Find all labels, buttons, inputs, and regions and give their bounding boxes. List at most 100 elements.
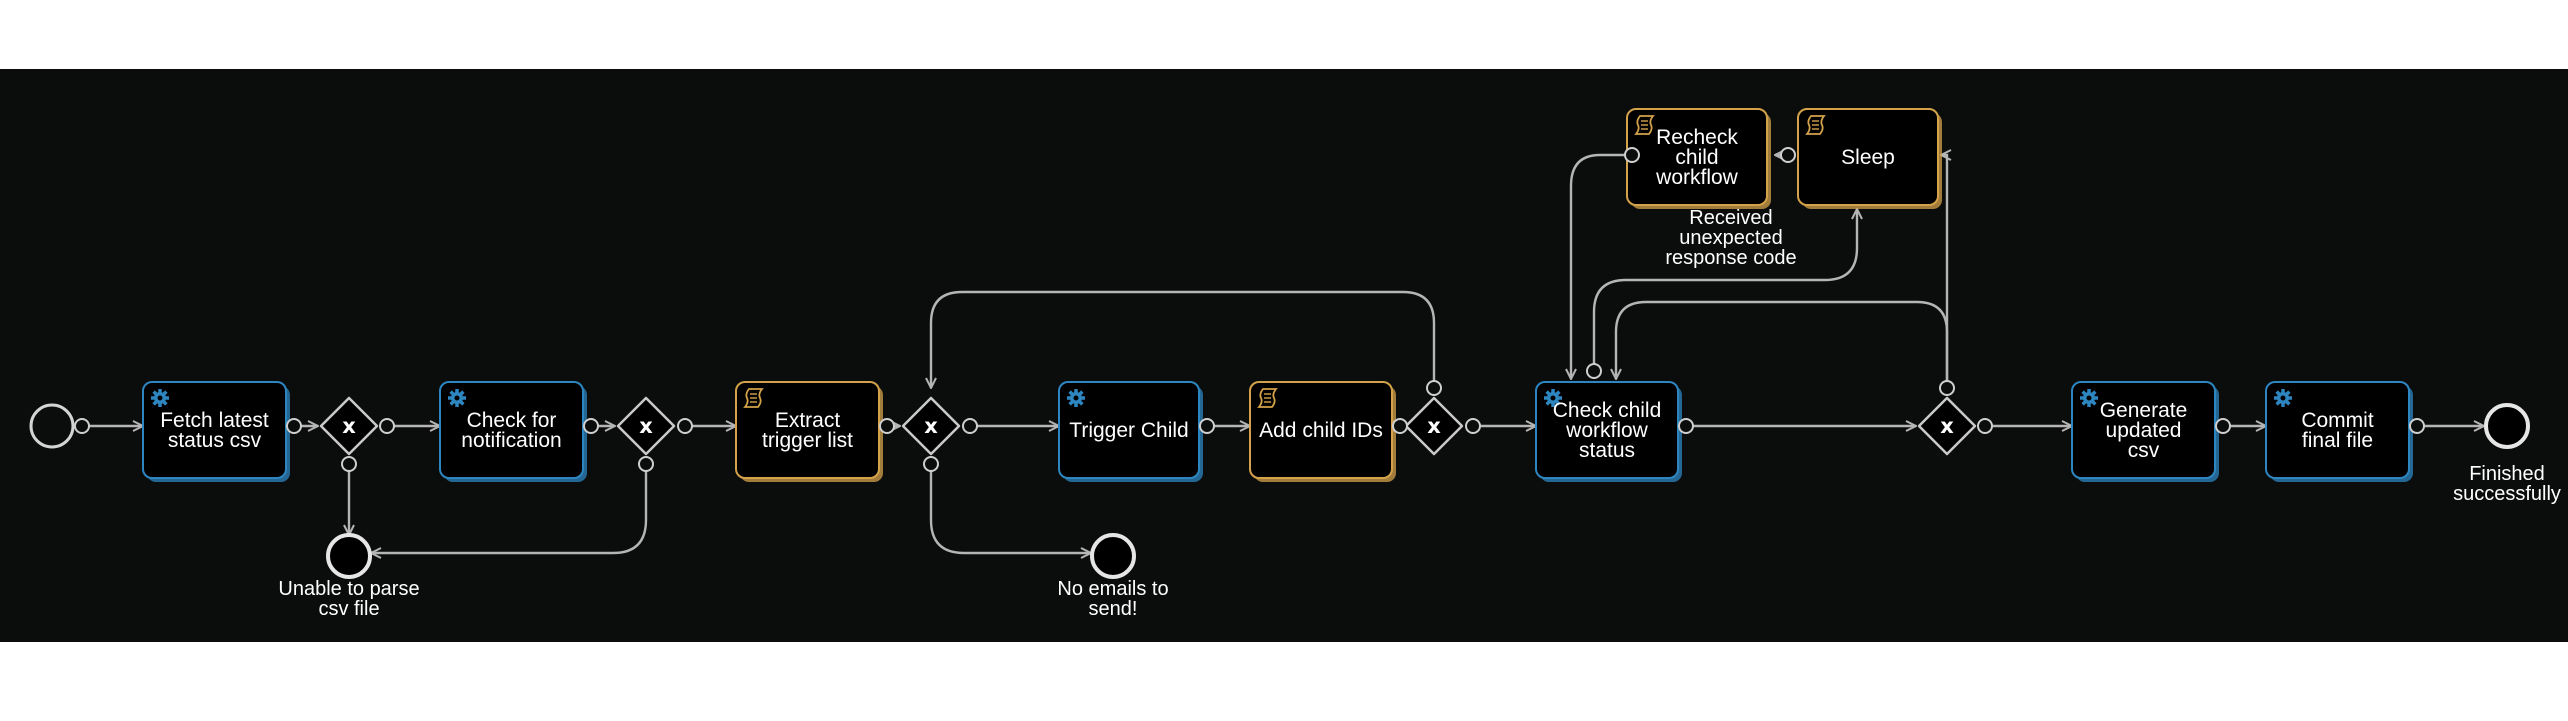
gear-icon xyxy=(151,389,169,407)
end-event-circle xyxy=(326,533,372,579)
handle[interactable] xyxy=(1939,380,1955,396)
handle[interactable] xyxy=(879,418,895,434)
end-event-label: No emails to xyxy=(1057,578,1168,600)
task-label: trigger list xyxy=(762,429,853,452)
task-trigger-child[interactable]: Trigger Child xyxy=(1058,381,1203,482)
handle[interactable] xyxy=(74,418,90,434)
end-event-circle xyxy=(1090,533,1136,579)
end-event-circle xyxy=(2484,403,2530,449)
task-label: final file xyxy=(2302,429,2373,452)
task-label: Generate xyxy=(2100,399,2188,422)
exclusive-gateway-gw1[interactable]: x xyxy=(319,396,379,456)
handle[interactable] xyxy=(341,456,357,472)
task-box xyxy=(1535,381,1679,479)
task-label: Fetch latest xyxy=(160,409,269,432)
handle[interactable] xyxy=(1199,418,1215,434)
handle[interactable] xyxy=(1678,418,1694,434)
flow-check-child-to-sleep[interactable] xyxy=(1592,209,1857,371)
handle[interactable] xyxy=(286,418,302,434)
exclusive-gateway-gw4[interactable]: x xyxy=(1404,396,1464,456)
task-label: Trigger Child xyxy=(1069,419,1188,442)
handle[interactable] xyxy=(583,418,599,434)
handle[interactable] xyxy=(923,456,939,472)
exclusive-gateway-gw3[interactable]: x xyxy=(901,396,961,456)
x-icon: x xyxy=(1940,414,1954,438)
handle[interactable] xyxy=(379,418,395,434)
handle[interactable] xyxy=(677,418,693,434)
task-label: Extract xyxy=(775,409,841,432)
x-icon: x xyxy=(639,414,653,438)
task-box xyxy=(1249,381,1393,479)
handle[interactable] xyxy=(1465,418,1481,434)
handle[interactable] xyxy=(2215,418,2231,434)
flow-label-line: unexpected xyxy=(1679,227,1782,249)
task-label: workflow xyxy=(1565,419,1649,442)
gear-icon xyxy=(1067,389,1085,407)
task-box xyxy=(142,381,287,479)
handle[interactable] xyxy=(1780,147,1796,163)
handle[interactable] xyxy=(1392,418,1408,434)
flow-recheck-to-check-child[interactable] xyxy=(1571,153,1632,379)
end-event-label: Finished xyxy=(2469,463,2545,485)
handle[interactable] xyxy=(1586,363,1602,379)
start-event[interactable] xyxy=(29,403,75,449)
gateway-diamond xyxy=(319,396,379,456)
handle[interactable] xyxy=(2409,418,2425,434)
connection-handles xyxy=(74,147,2425,472)
task-box xyxy=(735,381,880,479)
exclusive-gateway-gw2[interactable]: x xyxy=(616,396,676,456)
task-box xyxy=(1058,381,1200,479)
handle[interactable] xyxy=(1977,418,1993,434)
task-label: csv xyxy=(2128,439,2160,462)
handle[interactable] xyxy=(638,456,654,472)
gateway-diamond xyxy=(616,396,676,456)
task-label: Commit xyxy=(2301,409,2373,432)
flow-label-line: Received xyxy=(1689,207,1772,229)
flow-gw5-to-check-child[interactable] xyxy=(1616,300,1949,388)
flow-gw3-to-end-no-emails[interactable] xyxy=(929,464,1091,553)
handle[interactable] xyxy=(1624,147,1640,163)
task-add-child-ids[interactable]: Add child IDs xyxy=(1249,381,1396,482)
task-label: Sleep xyxy=(1841,146,1895,169)
flow-gw2-to-end-parse[interactable] xyxy=(371,464,648,553)
gateway-diamond xyxy=(1917,396,1977,456)
task-label: status xyxy=(1579,439,1635,462)
gear-icon xyxy=(2274,389,2292,407)
gateway-diamond xyxy=(901,396,961,456)
task-label: workflow xyxy=(1655,166,1739,189)
task-label: Check for xyxy=(467,409,557,432)
x-icon: x xyxy=(924,414,938,438)
task-label: Check child xyxy=(1553,399,1662,422)
task-sleep[interactable]: Sleep xyxy=(1797,108,1942,209)
task-box xyxy=(439,381,584,479)
end-event-label: send! xyxy=(1089,598,1138,620)
handle[interactable] xyxy=(962,418,978,434)
task-label: child xyxy=(1675,146,1718,169)
script-icon xyxy=(743,388,764,408)
task-label: updated xyxy=(2106,419,2182,442)
end-event-label: successfully xyxy=(2453,483,2561,505)
flow-gw5-to-sleep[interactable] xyxy=(1941,155,1947,388)
x-icon: x xyxy=(342,414,356,438)
handle[interactable] xyxy=(1426,380,1442,396)
task-box xyxy=(1797,108,1939,206)
exclusive-gateway-gw5[interactable]: x xyxy=(1917,396,1977,456)
task-label: Recheck xyxy=(1656,126,1738,149)
flow-gw4-to-gw3-loop[interactable] xyxy=(931,290,1436,388)
